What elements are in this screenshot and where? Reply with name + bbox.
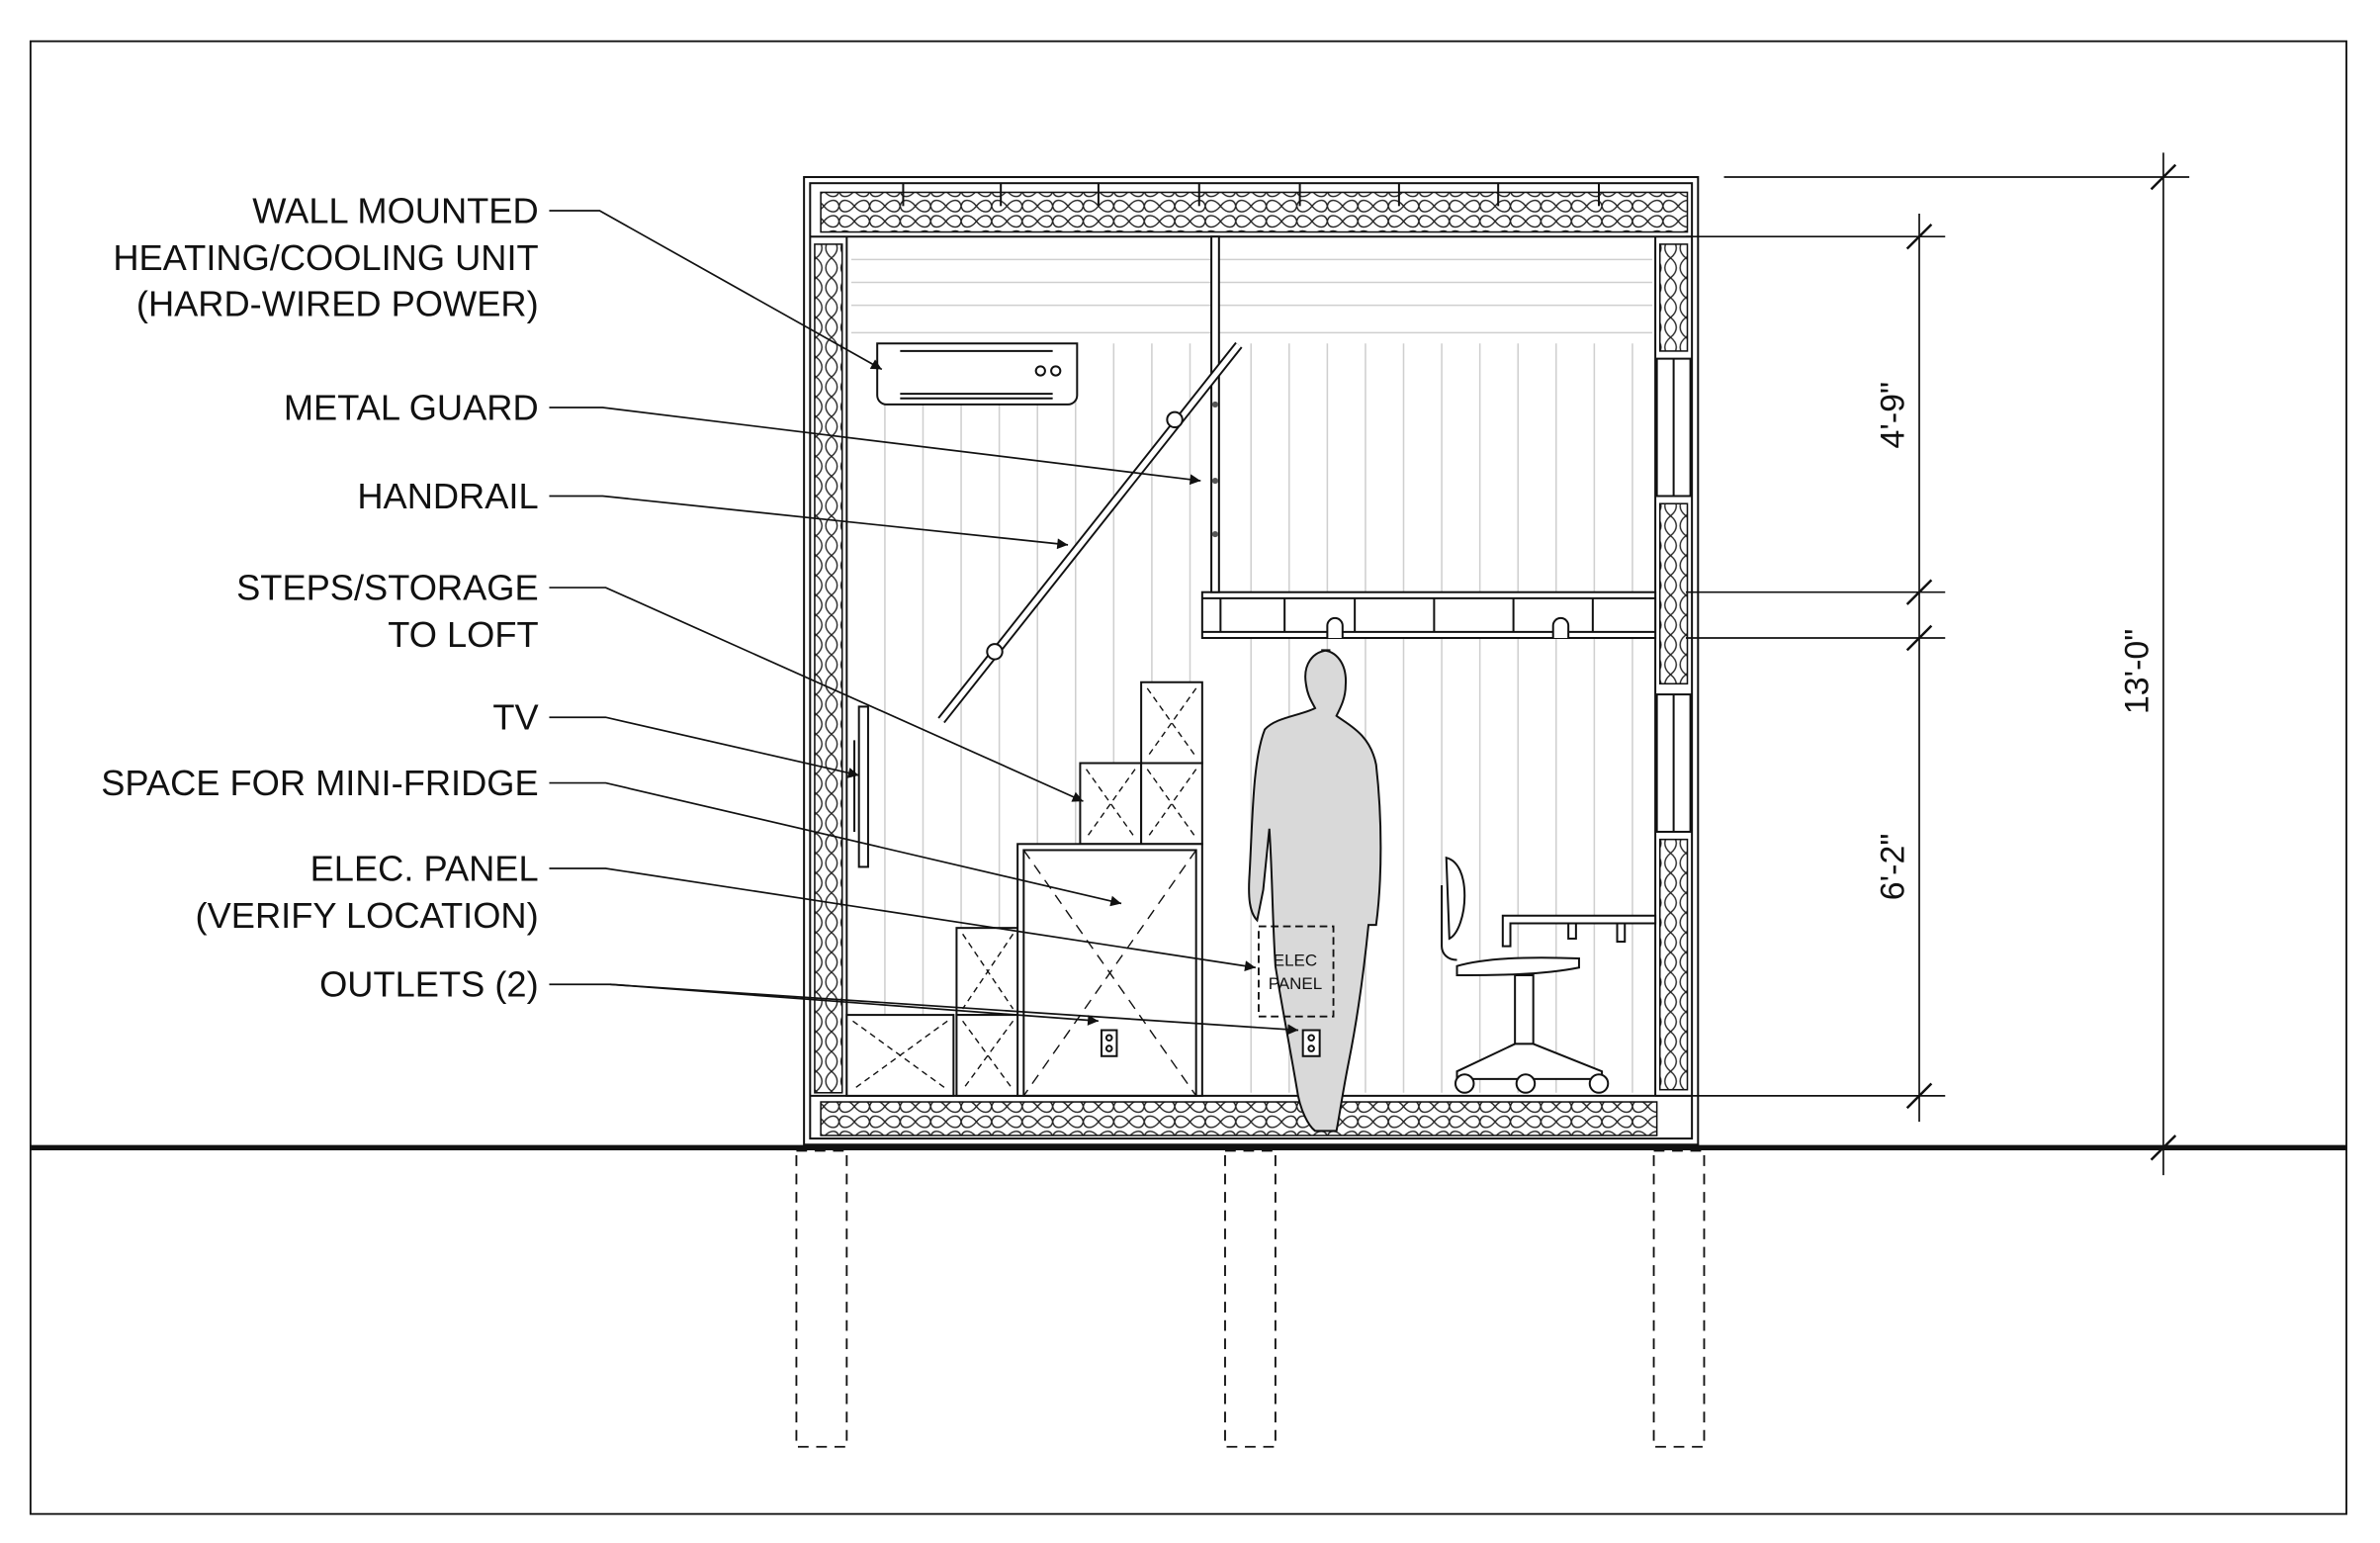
elec-panel-tag-line2: PANEL — [1269, 974, 1322, 993]
label-hvac-2: HEATING/COOLING UNIT — [113, 237, 538, 278]
label-elec-1: ELEC. PANEL — [310, 848, 539, 888]
elec-panel-tag-line1: ELEC — [1274, 952, 1317, 970]
label-elec-2: (VERIFY LOCATION) — [196, 895, 539, 936]
sheet-border — [29, 40, 2347, 1515]
steps-storage — [845, 681, 1203, 1097]
label-tv: TV — [492, 697, 539, 738]
callout-labels: WALL MOUNTED HEATING/COOLING UNIT (HARD-… — [101, 190, 539, 1004]
label-steps-1: STEPS/STORAGE — [236, 567, 539, 607]
dimension-lines — [1655, 152, 2190, 1176]
loft-floor — [1200, 590, 1657, 639]
dim-loft-height: 4'-9" — [1875, 382, 1912, 449]
label-fridge: SPACE FOR MINI-FRIDGE — [101, 763, 538, 803]
metal-guard — [1210, 235, 1220, 593]
leader-lines — [549, 210, 1299, 1036]
handrail — [937, 341, 1243, 724]
outlets — [1101, 1029, 1321, 1057]
desk-chair — [1441, 856, 1610, 1094]
person-silhouette — [1248, 649, 1382, 1133]
dim-overall-height: 13'-0" — [2118, 629, 2156, 714]
foundation-piers — [795, 1149, 1706, 1448]
tv — [853, 705, 869, 868]
wall-mounted-hvac-unit — [876, 342, 1079, 406]
desk — [1501, 914, 1657, 948]
label-outlets: OUTLETS (2) — [319, 964, 539, 1005]
label-hvac-1: WALL MOUNTED — [252, 190, 538, 230]
label-handrail: HANDRAIL — [357, 476, 538, 516]
mini-fridge-space — [1016, 843, 1203, 1097]
label-metal-guard: METAL GUARD — [284, 387, 539, 427]
label-steps-2: TO LOFT — [388, 614, 538, 655]
dim-lower-height: 6'-2" — [1875, 834, 1912, 901]
label-hvac-3: (HARD-WIRED POWER) — [136, 283, 539, 323]
electrical-panel: ELEC PANEL — [1258, 925, 1335, 1018]
